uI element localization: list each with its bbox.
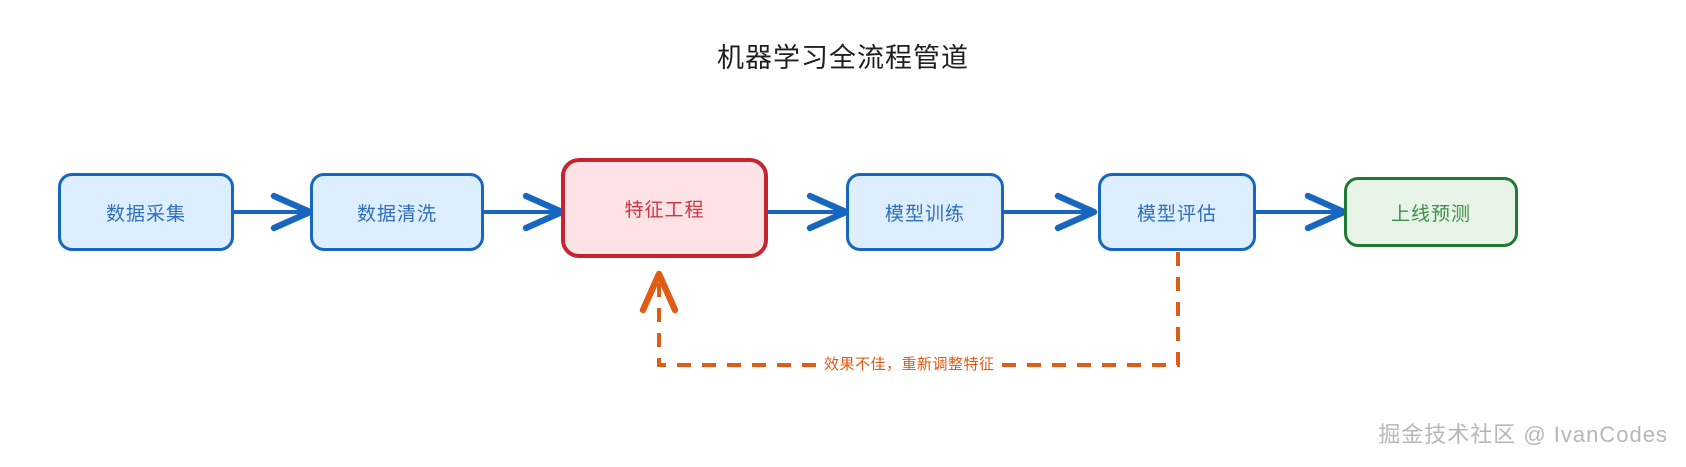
watermark: 掘金技术社区 @ IvanCodes xyxy=(1378,422,1668,447)
edge-label-feedback: 效果不佳，重新调整特征 xyxy=(818,353,1001,374)
node-train-label: 模型训练 xyxy=(884,203,965,225)
node-deploy-label: 上线预测 xyxy=(1390,203,1471,225)
node-feature[interactable]: 特征工程 xyxy=(561,158,768,258)
node-collect-label: 数据采集 xyxy=(105,203,186,225)
node-collect[interactable]: 数据采集 xyxy=(58,173,234,251)
node-evaluate-label: 模型评估 xyxy=(1136,203,1217,225)
node-feature-label: 特征工程 xyxy=(624,199,705,221)
page-title: 机器学习全流程管道 xyxy=(717,43,969,73)
node-clean-label: 数据清洗 xyxy=(356,203,437,225)
node-clean[interactable]: 数据清洗 xyxy=(310,173,484,251)
node-train[interactable]: 模型训练 xyxy=(846,173,1004,251)
node-deploy[interactable]: 上线预测 xyxy=(1344,177,1518,247)
node-evaluate[interactable]: 模型评估 xyxy=(1098,173,1256,251)
edge-feedback-evaluate-feature xyxy=(639,252,1180,367)
